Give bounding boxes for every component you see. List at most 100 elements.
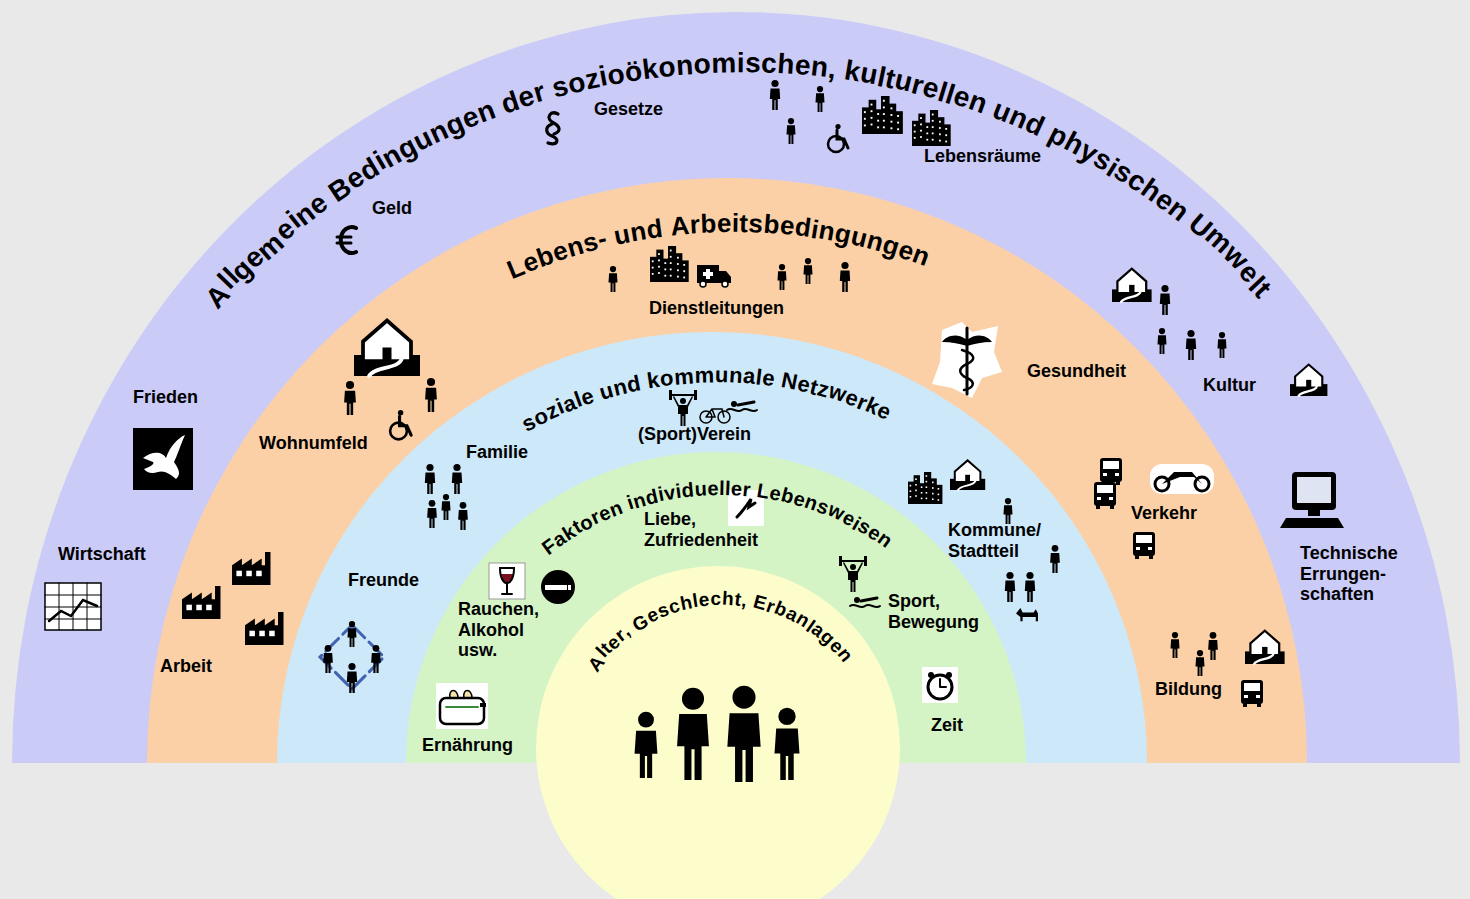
person-icon xyxy=(1217,332,1226,358)
icon-part xyxy=(652,273,654,275)
icon-part xyxy=(910,485,912,487)
icon-part xyxy=(841,560,865,562)
band-label: Frieden xyxy=(133,387,198,408)
icon-part xyxy=(245,612,284,645)
band-label: Verkehr xyxy=(1131,503,1197,524)
arc-letter: n xyxy=(675,51,694,80)
icon-part xyxy=(446,706,478,708)
band-label: Zeit xyxy=(931,715,963,736)
arc-letter: k xyxy=(641,54,660,84)
icon-part xyxy=(1103,473,1107,476)
icon-part xyxy=(658,253,660,255)
icon-part xyxy=(663,259,669,282)
icon-part xyxy=(427,508,437,528)
icon-part xyxy=(921,498,923,500)
icon-part xyxy=(1149,555,1153,559)
icon-part xyxy=(45,607,101,608)
icon-part xyxy=(932,498,934,500)
icon-part xyxy=(777,271,786,290)
icon-part xyxy=(436,683,488,729)
icon-part xyxy=(635,731,658,778)
icon-part xyxy=(670,269,672,271)
euro-icon xyxy=(337,227,356,253)
icon-part xyxy=(677,263,679,265)
icon-part xyxy=(677,714,709,780)
wheelchair-icon xyxy=(828,124,848,152)
icon-part xyxy=(1256,695,1260,698)
icon-part xyxy=(337,237,351,243)
band-label: Arbeit xyxy=(160,656,212,677)
icon-part xyxy=(912,121,919,146)
band-label: Gesetze xyxy=(594,99,663,120)
band-label: Technische Errungen- schaften xyxy=(1300,543,1412,605)
icon-part xyxy=(828,136,844,152)
icon-part xyxy=(1115,473,1119,476)
arc-letter: i xyxy=(737,49,745,77)
band-label: Sport, Bewegung xyxy=(888,591,1000,632)
house-icon xyxy=(354,321,420,377)
icon-part xyxy=(914,124,916,126)
icon-part xyxy=(440,698,484,724)
icon-part xyxy=(864,118,866,120)
icon-part xyxy=(1117,269,1146,293)
icon-part xyxy=(1186,339,1196,361)
house-icon xyxy=(950,460,985,490)
band-label: Freunde xyxy=(348,570,419,591)
icon-part xyxy=(939,127,941,129)
icon-part xyxy=(918,114,925,146)
icon-part xyxy=(323,653,333,673)
bicycle-icon xyxy=(700,409,730,423)
icon-part xyxy=(883,113,885,115)
icon-part xyxy=(45,583,101,630)
icon-part xyxy=(946,672,952,678)
person-icon xyxy=(1208,632,1218,660)
icon-part xyxy=(891,127,893,129)
icon-part xyxy=(133,428,193,490)
icon-part xyxy=(771,80,778,87)
icon-part xyxy=(1150,464,1214,494)
band-label: Kultur xyxy=(1203,375,1256,396)
icon-part xyxy=(936,485,942,504)
icon-part xyxy=(1005,498,1011,504)
icon-part xyxy=(429,500,436,507)
icon-part xyxy=(815,93,824,112)
icon-part xyxy=(682,260,689,282)
icon-part xyxy=(371,653,381,673)
icon-part xyxy=(196,605,202,611)
icon-part xyxy=(249,631,255,637)
arc-letter: t xyxy=(739,210,748,236)
band-label: Rauchen, Alkohol usw. xyxy=(458,599,550,661)
icon-part xyxy=(932,133,934,135)
person-icon xyxy=(425,464,435,494)
arc-letter: u xyxy=(715,364,729,386)
icon-part xyxy=(926,475,928,477)
icon-part xyxy=(182,586,221,619)
icon-part xyxy=(325,645,332,652)
arc-letter: d xyxy=(681,479,695,500)
icon-part xyxy=(889,104,897,134)
icon-part xyxy=(864,556,867,566)
icon-part xyxy=(1006,572,1013,579)
icon-part xyxy=(919,483,925,504)
icon-part xyxy=(864,125,866,127)
icon-part xyxy=(670,275,672,277)
arc-letter: s xyxy=(745,49,761,77)
icon-part xyxy=(664,275,666,277)
icon-part xyxy=(861,598,877,601)
icon-part xyxy=(864,111,866,113)
icon-part xyxy=(805,258,811,264)
icon-part xyxy=(656,250,663,282)
person-icon xyxy=(727,686,760,782)
arc-letter: l xyxy=(719,478,725,498)
icon-part xyxy=(727,409,757,411)
icon-part xyxy=(960,350,973,390)
love-icon xyxy=(728,490,764,526)
icon-part xyxy=(915,478,917,480)
icon-part xyxy=(875,109,882,134)
icon-part xyxy=(673,396,693,426)
icon-part xyxy=(706,409,724,417)
band-label: Kommune/ Stadtteil xyxy=(948,520,1056,561)
arc-letter: d xyxy=(645,215,664,243)
icon-part xyxy=(1116,481,1120,485)
icon-part xyxy=(915,484,917,486)
